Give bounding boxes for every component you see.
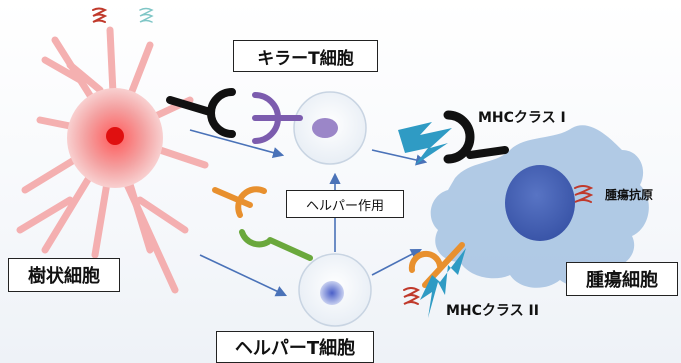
tumor-antigen-squiggle: [574, 185, 594, 203]
dendritic-cell: [16, 26, 209, 294]
helper-t-cell: [298, 253, 372, 327]
dendritic-nucleus: [106, 127, 124, 145]
killer-t-label: キラーT細胞: [233, 40, 378, 72]
tumor-antigen-label: 腫瘍抗原: [605, 188, 654, 202]
mhc2-label: MHCクラス II: [446, 303, 539, 319]
mhc2-lightning: [420, 248, 466, 318]
mhc1-lightning: [398, 122, 452, 165]
tumor-nucleus: [505, 165, 575, 241]
helper-t-label: ヘルパーT細胞: [216, 331, 374, 363]
mhc1-label: MHCクラス I: [478, 110, 566, 126]
killer-t-nucleus: [312, 118, 338, 138]
helper-t-nucleus: [320, 281, 344, 305]
tumor-cell: [430, 125, 649, 288]
dendritic-mhc1: [166, 88, 236, 138]
tumor-mhc1: [443, 110, 509, 164]
mhc2-antigen-squiggle: [403, 287, 421, 305]
antigen-squiggle-top: [92, 7, 154, 23]
arrows: [189, 129, 428, 297]
killer-receptor: [252, 92, 303, 144]
helper-receptor: [212, 186, 313, 261]
helper-action-label: ヘルパー作用: [286, 190, 404, 218]
killer-t-cell: [293, 91, 367, 165]
dendritic-cell-label: 樹状細胞: [8, 258, 120, 292]
tumor-cell-label: 腫瘍細胞: [566, 262, 678, 296]
